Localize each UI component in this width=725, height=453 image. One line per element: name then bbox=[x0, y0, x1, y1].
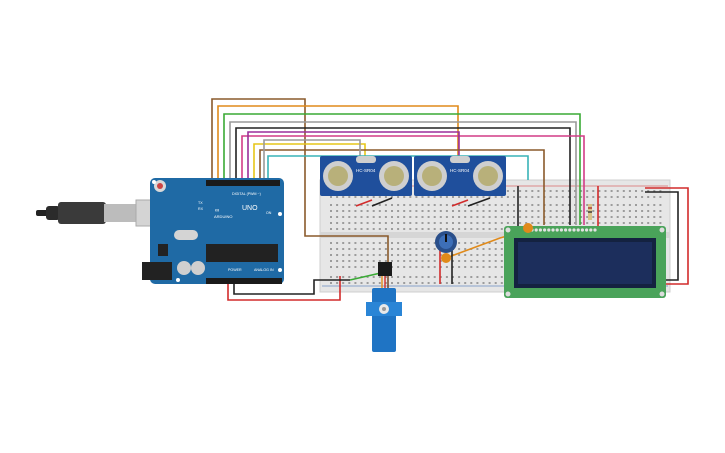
rx-label: RX bbox=[198, 207, 204, 211]
board-brand: ARDUINO bbox=[214, 214, 232, 219]
arduino-uno-board[interactable]: ∞ UNO ARDUINO DIGITAL (PWM ~) POWER ANAL… bbox=[142, 178, 284, 284]
analog-label: ANALOG IN bbox=[254, 268, 274, 272]
power-label: POWER bbox=[228, 268, 242, 272]
sensor-2-label: HC-SR04 bbox=[450, 168, 470, 173]
servo-connector bbox=[378, 262, 392, 276]
power-analog-header[interactable] bbox=[206, 278, 282, 284]
digital-label: DIGITAL (PWM ~) bbox=[232, 192, 261, 196]
lcd-screen bbox=[518, 242, 652, 284]
ultrasonic-sensor-2[interactable]: HC-SR04 bbox=[414, 156, 506, 196]
potentiometer[interactable] bbox=[435, 231, 457, 263]
digital-header[interactable] bbox=[206, 180, 280, 186]
arduino-logo: ∞ bbox=[215, 208, 219, 214]
resistor[interactable] bbox=[588, 204, 592, 220]
sensor-1-label: HC-SR04 bbox=[356, 168, 376, 173]
tx-label: TX bbox=[198, 201, 203, 205]
servo-motor[interactable] bbox=[366, 262, 402, 352]
lcd-contrast-pin bbox=[523, 223, 533, 233]
atmega-chip bbox=[206, 244, 278, 262]
on-label: ON bbox=[266, 211, 272, 215]
board-model: UNO bbox=[242, 205, 258, 212]
ultrasonic-sensor-1[interactable]: HC-SR04 bbox=[320, 156, 412, 196]
lcd-display[interactable] bbox=[504, 223, 666, 298]
crystal bbox=[174, 230, 198, 240]
power-jack bbox=[142, 262, 172, 280]
usb-cable[interactable] bbox=[36, 199, 167, 227]
